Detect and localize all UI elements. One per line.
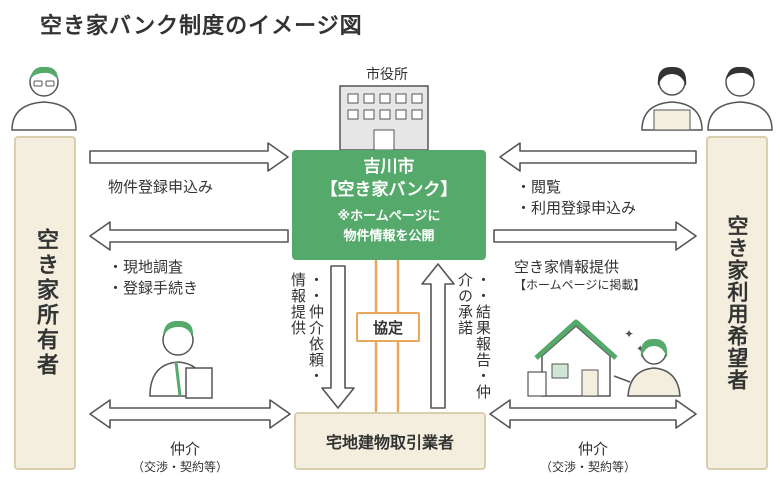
arrow-info-provision [493,221,697,251]
arrow-survey [89,221,289,251]
arrow-result-report [421,263,455,409]
arrow-mediation-right [489,399,697,429]
owner-person-icon [11,66,77,131]
arrow-browse [499,142,697,172]
house-icon: ✦ ✦ [527,319,644,397]
page-title: 空き家バンク制度のイメージ図 [40,14,363,39]
label-info-provision: 空き家情報提供 [514,258,620,276]
label-registration-procedure: ・登録手続き [108,279,199,297]
label-mediation-right-sub: （交渉・契約等） [540,460,637,474]
arrow-registration [89,142,289,172]
label-mediation-left-sub: （交渉・契約等） [132,460,229,474]
label-mediation-left: 仲介 [170,440,201,458]
arrow-mediation-request [321,265,355,409]
svg-text:✦: ✦ [636,344,644,355]
label-survey: ・現地調査 [108,258,184,276]
label-result-report: ・・結果報告・仲介の承諾 [456,272,492,400]
label-browse: ・閲覧 [516,178,562,196]
owner-box: 空き家所有者 [14,136,76,470]
inspector-person-icon [149,320,213,399]
presenter-woman-icon [613,338,681,397]
user-box: 空き家利用希望者 [706,136,768,470]
label-use-registration: ・利用登録申込み [516,199,637,217]
city-hall-label: 市役所 [366,67,408,83]
center-box-line2: 【空き家バンク】 [320,180,458,200]
akiya-bank-box: 吉川市 【空き家バンク】 ※ホームページに 物件情報を公開 [292,150,486,260]
label-mediation-request: ・・仲介依頼・情報提供 [289,272,325,384]
arrow-mediation-left [89,399,291,429]
user-woman-icon [641,66,703,131]
center-box-line3: ※ホームページに [337,209,441,224]
center-box-line1: 吉川市 [363,157,415,177]
label-info-provision-sub: 【ホームページに掲載】 [514,278,646,292]
label-property-registration: 物件登録申込み [108,178,214,196]
agent-box: 宅地建物取引業者 [294,412,486,470]
center-box-line4: 物件情報を公開 [343,229,435,244]
user-man-icon [707,66,773,131]
city-hall-icon [339,85,429,151]
agreement-badge: 協定 [356,312,420,342]
svg-text:✦: ✦ [624,327,634,341]
label-mediation-right: 仲介 [578,440,609,458]
